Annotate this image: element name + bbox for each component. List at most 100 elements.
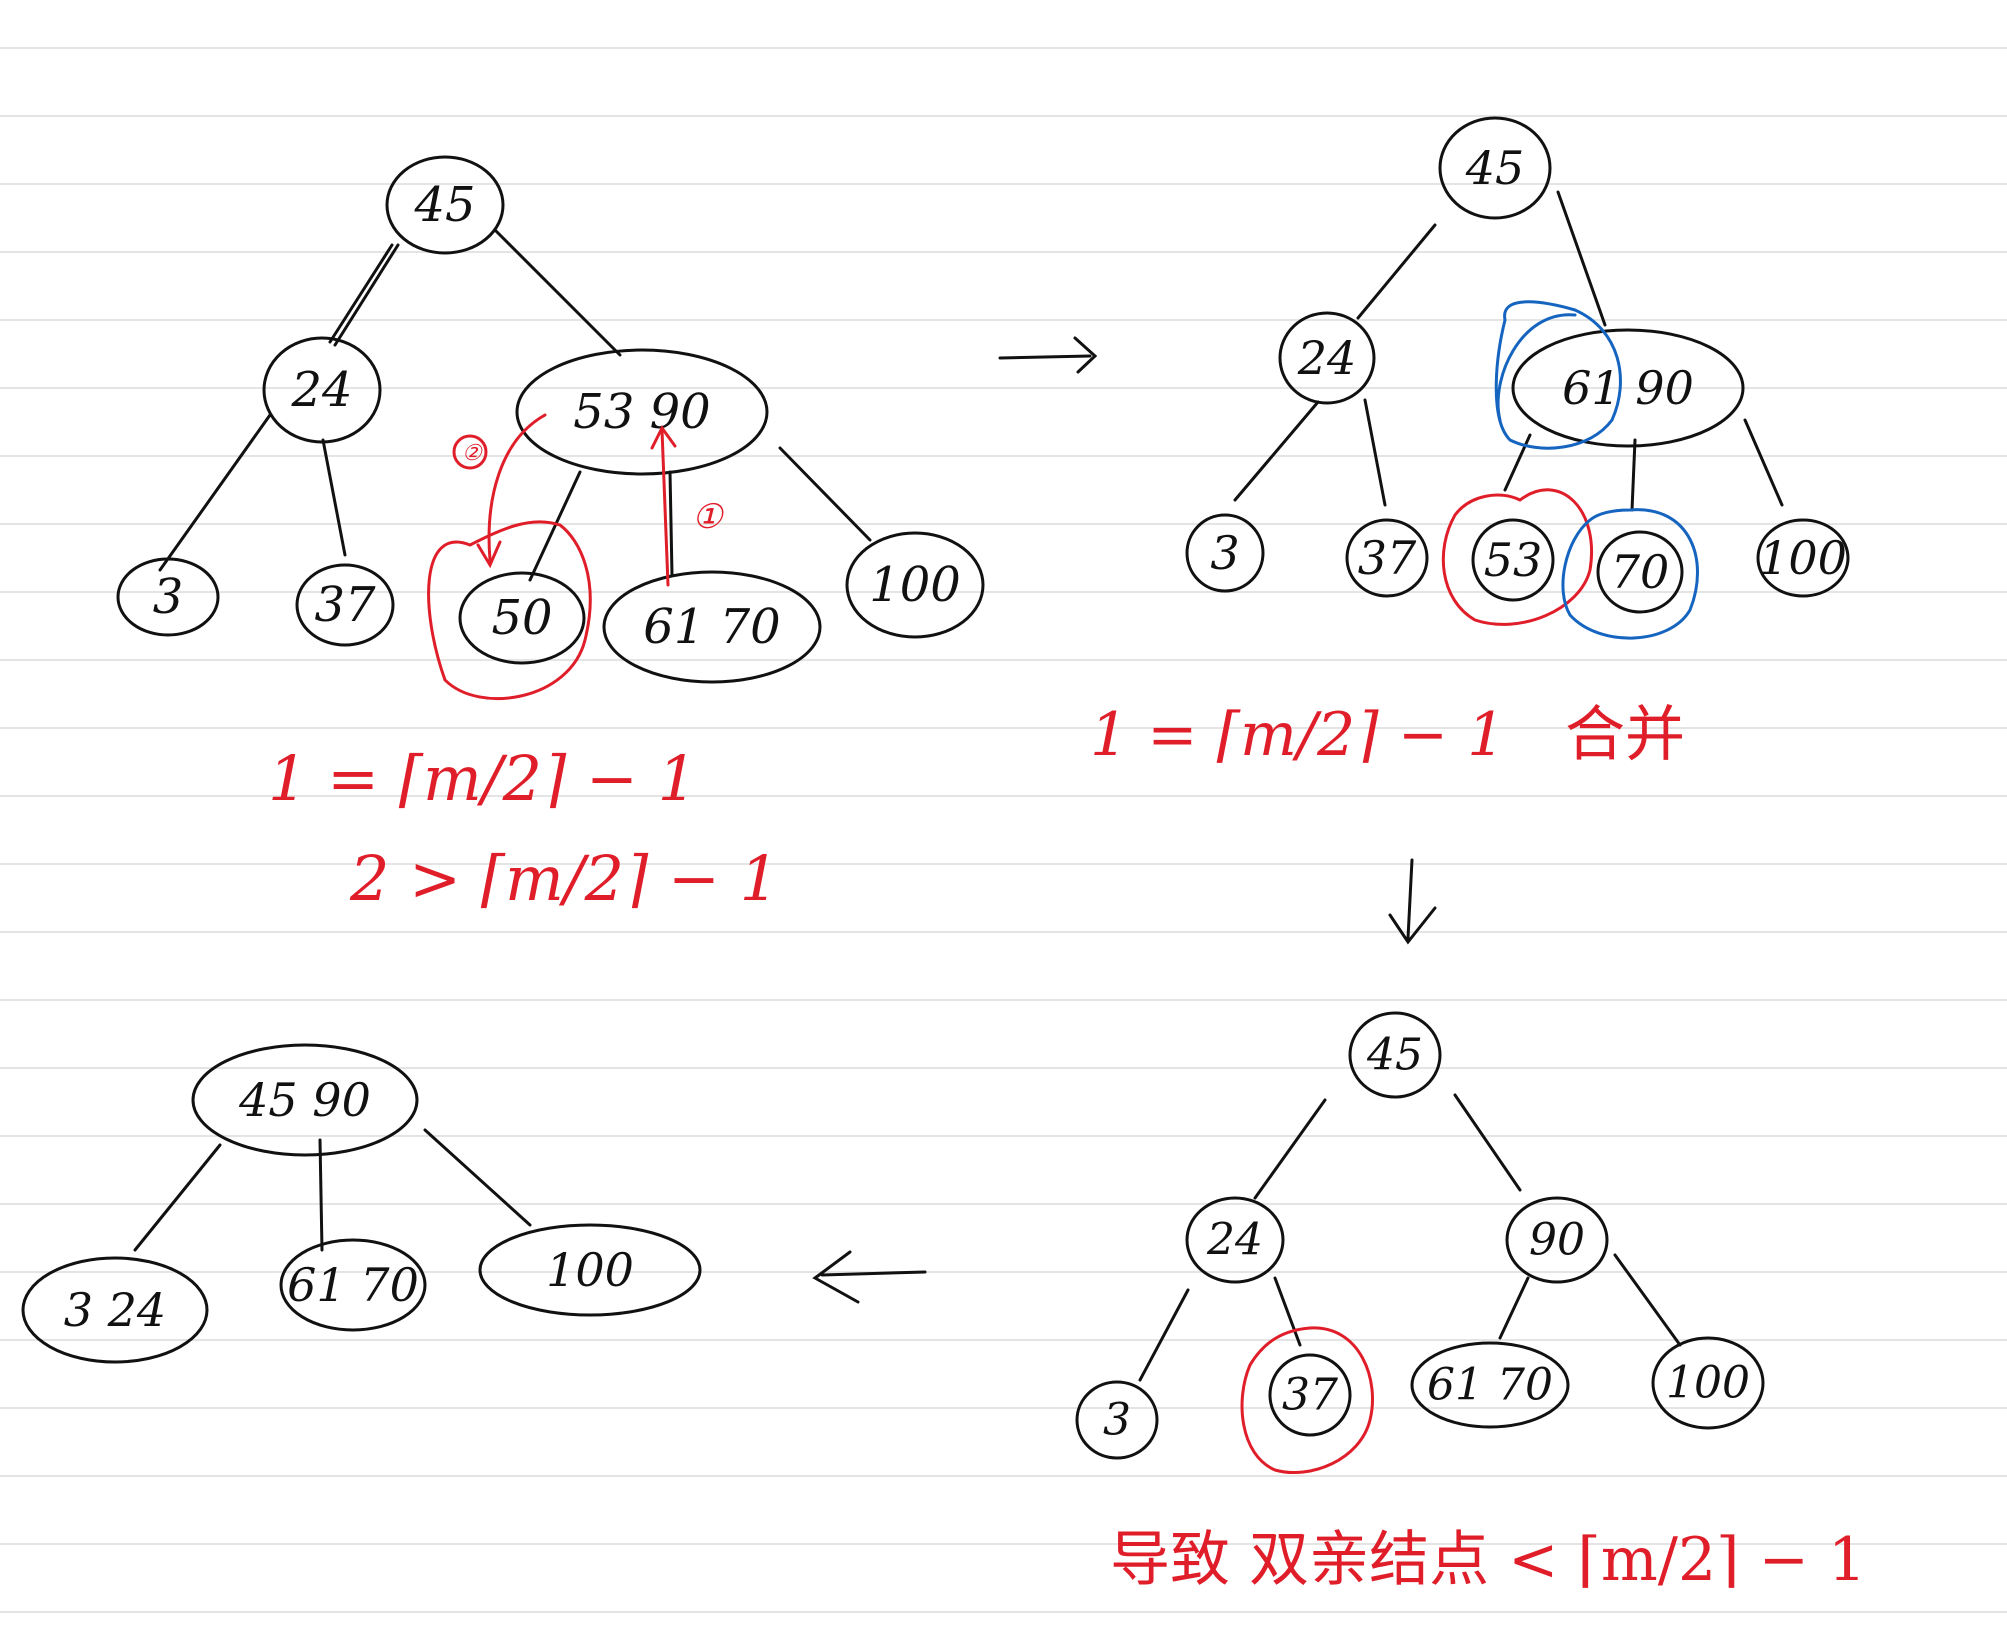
diagram-2-red-text: 1 = ⌈m/2⌉ − 1 合并 (1090, 700, 1685, 770)
tree-node (1438, 116, 1552, 220)
node-label: 70 (1611, 545, 1670, 599)
edge (1630, 438, 1637, 512)
tree-node (1268, 1353, 1352, 1437)
edge (318, 1138, 324, 1252)
node-label: 53 90 (573, 384, 710, 440)
node-label: 61 70 (1427, 1360, 1553, 1411)
edge (1273, 1276, 1302, 1347)
edge (668, 470, 674, 577)
edge (321, 438, 347, 557)
node-label: 100 (1666, 1358, 1750, 1409)
node-label: 45 90 (238, 1073, 371, 1127)
highlight-circle (1240, 1326, 1374, 1475)
edge (1363, 398, 1387, 507)
node-label: 37 (1358, 531, 1417, 585)
edge (1498, 1276, 1530, 1340)
diagram-2-labels: 45 24 61 90 3 37 53 70 100 (1210, 141, 1847, 599)
ruled-lines (0, 47, 2007, 1613)
tree-node (1185, 1196, 1285, 1284)
tree-node (1278, 311, 1376, 405)
borrow-arrow-1 (660, 428, 670, 587)
tree-node (1511, 328, 1745, 448)
tree-node (1185, 513, 1265, 593)
arrow-down (1388, 858, 1437, 945)
diagram-3-red-text: 导致 双亲结点 < ⌈m/2⌉ − 1 (1110, 1525, 1866, 1595)
tree-node (1505, 1196, 1609, 1284)
node-label: 3 (1103, 1395, 1131, 1446)
tree-node (116, 557, 220, 637)
note-equation: 1 = ⌈m/2⌉ − 1 (1090, 700, 1505, 770)
tree-node (602, 570, 822, 684)
edge (328, 243, 394, 344)
tree-node (1596, 530, 1684, 614)
tree-node (1471, 518, 1555, 602)
tree-node (279, 1238, 427, 1332)
node-label: 100 (869, 557, 961, 613)
step-1-label: ① (692, 497, 724, 537)
tree-node (458, 571, 586, 665)
arrow-right (998, 336, 1098, 374)
diagram-4 (21, 1043, 702, 1364)
diagram-1-labels: 45 24 53 90 3 37 50 61 70 100 (153, 177, 961, 655)
tree-node (262, 336, 382, 444)
node-label: 37 (1282, 1370, 1338, 1421)
highlight-circle (1441, 488, 1593, 626)
tree-node (1348, 1011, 1442, 1099)
edge (133, 1143, 222, 1252)
diagram-1 (116, 155, 985, 684)
node-label: 24 (1206, 1215, 1263, 1266)
tree-node (1410, 1341, 1570, 1429)
note-equation-1: 1 = ⌈m/2⌉ − 1 (268, 742, 697, 815)
node-label: 24 (1297, 331, 1357, 385)
node-label: 61 70 (643, 599, 780, 655)
diagram-3-highlight (1240, 1326, 1374, 1475)
edge (1743, 418, 1784, 507)
node-label: 100 (546, 1243, 634, 1297)
node-label: 90 (1529, 1215, 1585, 1266)
highlight-stroke (1496, 313, 1577, 422)
edge (1253, 1098, 1327, 1200)
node-label: 45 (413, 177, 475, 233)
edge (158, 413, 272, 572)
arrow-left (812, 1250, 927, 1304)
node-label: 3 (153, 569, 184, 625)
tree-node (1651, 1336, 1765, 1430)
tree-node (21, 1256, 209, 1364)
edge (423, 1128, 532, 1227)
tree-node (1345, 518, 1429, 598)
diagram-3 (1075, 1011, 1765, 1460)
step-circle (452, 434, 488, 470)
edge (1233, 400, 1320, 502)
borrow-arrow-2 (487, 413, 547, 562)
edge (1356, 223, 1437, 320)
node-label: 50 (491, 590, 552, 646)
node-label: 24 (290, 362, 352, 418)
highlight-circle (427, 520, 592, 701)
node-label: 45 (1366, 1030, 1423, 1081)
tree-node (295, 563, 395, 647)
tree-node (191, 1043, 419, 1157)
edge (1503, 433, 1532, 492)
edge (1138, 1288, 1190, 1382)
step-2-label: ② (462, 441, 483, 466)
tree-node (1075, 1380, 1159, 1460)
diagram-3-labels: 45 24 90 3 37 61 70 100 (1103, 1030, 1750, 1446)
tree-node (1756, 518, 1850, 598)
diagram-2 (1185, 116, 1850, 614)
edge (1613, 1253, 1682, 1347)
edge (778, 446, 872, 542)
arrowhead (476, 540, 502, 569)
edge (528, 470, 582, 582)
node-label: 3 24 (64, 1283, 166, 1337)
parent-underflow-note: 导致 双亲结点 < ⌈m/2⌉ − 1 (1110, 1525, 1866, 1595)
highlight-circle (1561, 508, 1699, 640)
diagram-2-highlights (1441, 300, 1699, 640)
tree-node (385, 155, 505, 255)
node-label: 45 (1465, 141, 1525, 195)
node-label: 61 90 (1562, 361, 1694, 415)
node-label: 3 (1210, 526, 1239, 580)
node-label: 37 (314, 577, 376, 633)
merge-label: 合并 (1565, 700, 1685, 770)
arrowhead (650, 425, 677, 450)
